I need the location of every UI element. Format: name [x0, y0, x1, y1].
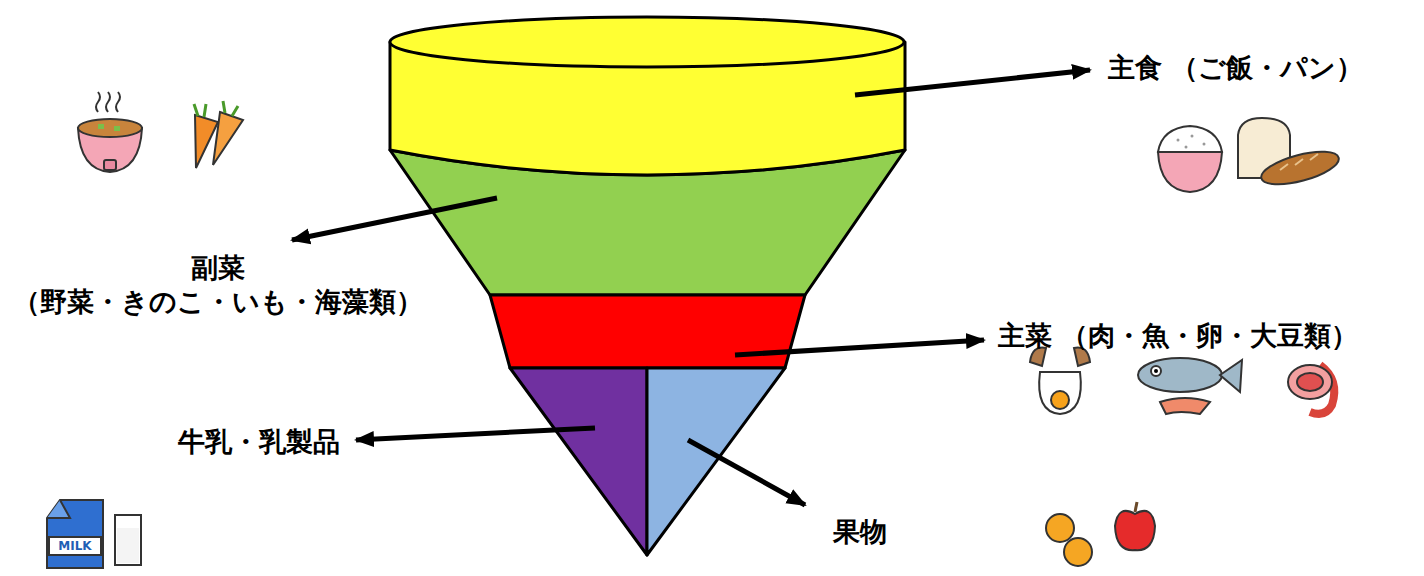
main-dish-band: [490, 295, 805, 368]
rice-icon: [1185, 146, 1188, 149]
carton-text: MILK: [58, 539, 91, 553]
meat-icon: [1288, 365, 1334, 414]
meat-icon: [1288, 365, 1332, 399]
rice-icon: [1158, 152, 1222, 192]
soup-icon: [96, 92, 100, 112]
fish-icon: [1220, 360, 1242, 392]
milk-icon: [47, 500, 103, 568]
carrot-icon: [194, 101, 243, 168]
food-group-detail: （野菜・きのこ・いも・海藻類）: [13, 286, 423, 318]
leader-arrow: [356, 428, 595, 440]
soup-icon: [104, 160, 116, 170]
milk-icon: [117, 528, 139, 563]
carrot-icon: [213, 112, 243, 165]
leader-arrow: [688, 440, 805, 505]
fruit-icon: [1046, 502, 1155, 566]
soup-icon: [106, 92, 110, 112]
soup-icon: [78, 119, 142, 137]
fruit-icon: [1115, 511, 1155, 550]
milk-icon: [49, 537, 101, 555]
rice-icon: [1191, 135, 1194, 138]
fruit-icon: [1064, 538, 1092, 566]
bread-icon: [1280, 154, 1318, 170]
fish-icon: [1154, 369, 1158, 373]
funnel: [390, 17, 905, 555]
leader-arrow: [735, 340, 984, 355]
bread-icon: [1238, 118, 1342, 191]
meat-icon: [1297, 373, 1323, 391]
egg-icon: [1051, 391, 1069, 409]
fish-icon: [1138, 358, 1242, 414]
fruit-band: [647, 368, 785, 555]
food-group-label: 副菜: [191, 252, 245, 284]
leader-arrow: [292, 198, 497, 240]
rice-icon: [1177, 139, 1180, 142]
fruit-icon: [1135, 502, 1137, 512]
food-group-label: 主菜 （肉・魚・卵・大豆類）: [998, 320, 1358, 352]
food-group-label: 主食 （ご飯・パン）: [1108, 52, 1363, 84]
soup-icon: [98, 124, 104, 129]
soup-icon: [114, 126, 120, 131]
bread-icon: [1258, 145, 1342, 191]
food-group-label: 牛乳・乳製品: [178, 426, 340, 458]
fish-icon: [1160, 398, 1210, 414]
staple-top: [390, 17, 904, 67]
egg-icon: [1030, 348, 1090, 414]
egg-icon: [1039, 372, 1081, 414]
milk-icon: [47, 500, 70, 518]
rice-icon: [1203, 143, 1206, 146]
fish-icon: [1151, 366, 1161, 376]
dairy-band: [510, 368, 647, 555]
carrot-icon: [194, 101, 238, 117]
rice-icon: [1158, 126, 1222, 152]
milk-icon: [47, 500, 141, 568]
food-group-label: 果物: [833, 516, 887, 548]
leader-arrow: [855, 70, 1090, 95]
fish-icon: [1138, 358, 1222, 392]
rice-icon: [1158, 126, 1222, 192]
milk-icon: [115, 515, 141, 565]
soup-icon: [116, 92, 120, 112]
fruit-icon: [1046, 514, 1074, 542]
soup-icon: [78, 92, 142, 172]
